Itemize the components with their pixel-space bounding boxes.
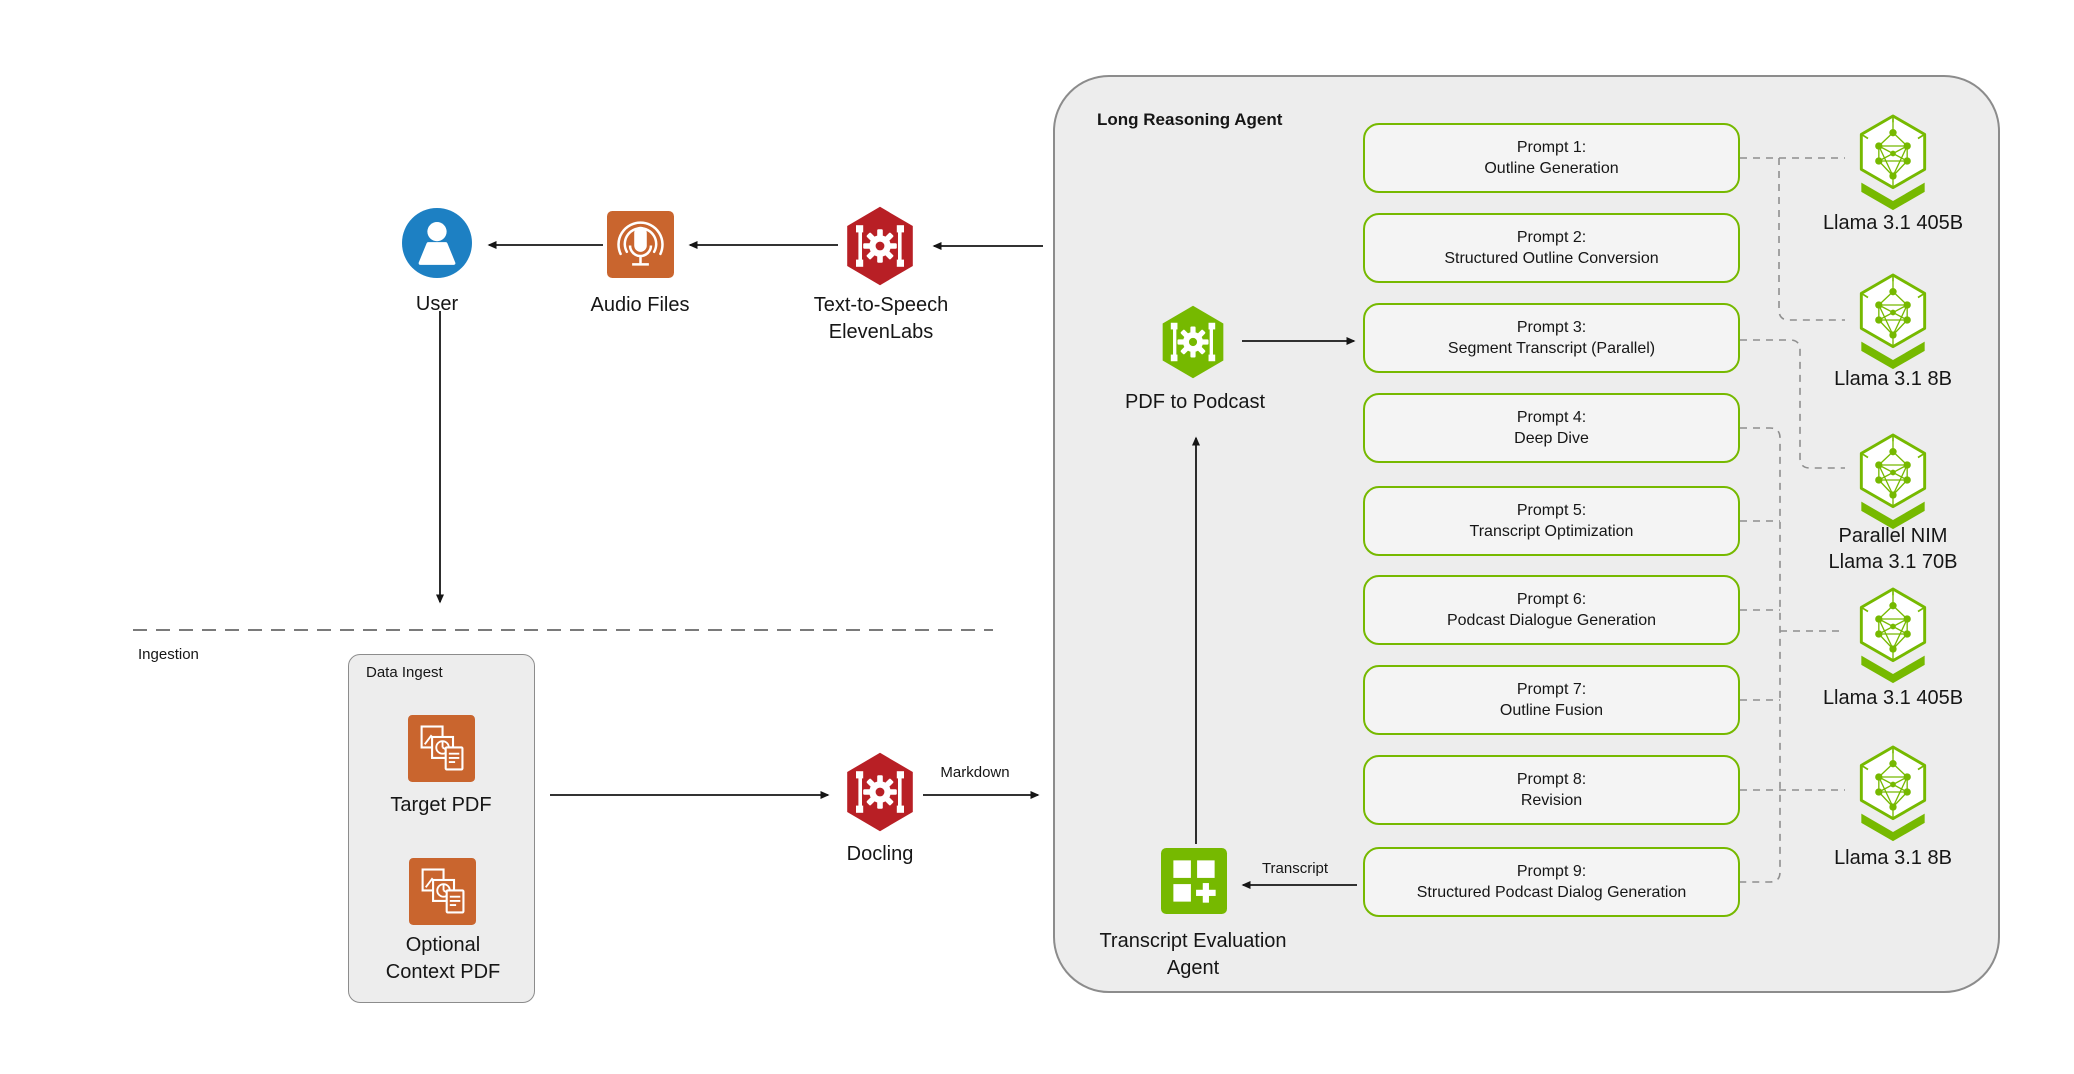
prompt-box-1: Prompt 1: Outline Generation (1363, 123, 1740, 193)
tts-label: Text-to-Speech ElevenLabs (756, 292, 1006, 346)
prompt-desc: Outline Generation (1484, 160, 1619, 177)
prompt-title: Prompt 3: (1516, 319, 1587, 336)
transcript-eval-label: Transcript Evaluation Agent (1043, 928, 1343, 982)
prompt-box-8: Prompt 8: Revision (1363, 755, 1740, 825)
transcript-eval-line1: Transcript Evaluation (1099, 930, 1287, 952)
prompt-box-3: Prompt 3: Segment Transcript (Parallel) (1363, 303, 1740, 373)
user-label: User (415, 293, 459, 315)
prompt-desc: Podcast Dialogue Generation (1446, 612, 1657, 629)
llama-model-icon (1850, 111, 1936, 211)
prompt-desc: Structured Outline Conversion (1444, 250, 1659, 267)
pdf-to-podcast-icon (1156, 303, 1230, 381)
prompt-desc: Structured Podcast Dialog Generation (1416, 884, 1687, 901)
audio-files-label: Audio Files (590, 294, 690, 316)
prompt-box-6: Prompt 6: Podcast Dialogue Generation (1363, 575, 1740, 645)
prompt-title: Prompt 7: (1516, 681, 1587, 698)
pdf-to-podcast-label: PDF to Podcast (1124, 391, 1266, 413)
llama-model-icon (1850, 742, 1936, 842)
model-label-4: Llama 3.1 405B (1822, 687, 1964, 709)
prompt-title: Prompt 4: (1516, 409, 1587, 426)
agent-box-title: Long Reasoning Agent (1097, 110, 1283, 129)
prompt-box-5: Prompt 5: Transcript Optimization (1363, 486, 1740, 556)
text-to-speech-nim-icon (840, 204, 920, 288)
model-label-5: Llama 3.1 8B (1834, 847, 1952, 869)
target-pdf-icon (408, 715, 475, 782)
prompt-box-7: Prompt 7: Outline Fusion (1363, 665, 1740, 735)
context-pdf-icon (409, 858, 476, 925)
tts-label-line2: ElevenLabs (828, 321, 934, 343)
user-icon (402, 208, 472, 278)
context-pdf-label: Optional Context PDF (343, 932, 543, 986)
transcript-eval-icon (1160, 848, 1228, 914)
target-pdf-label: Target PDF (390, 794, 492, 816)
markdown-arrow-label: Markdown (940, 764, 1010, 781)
model-label-3-line2: Llama 3.1 70B (1828, 551, 1958, 573)
model-label-2: Llama 3.1 8B (1834, 368, 1952, 390)
prompt-desc: Transcript Optimization (1469, 523, 1634, 540)
prompt-title: Prompt 2: (1516, 229, 1587, 246)
podcast-mic-icon (607, 211, 674, 278)
llama-model-icon (1850, 584, 1936, 684)
data-ingest-title: Data Ingest (366, 664, 443, 681)
prompt-desc: Revision (1520, 792, 1583, 809)
prompt-title: Prompt 6: (1516, 591, 1587, 608)
prompt-title: Prompt 1: (1516, 139, 1587, 156)
prompt-title: Prompt 8: (1516, 771, 1587, 788)
prompt-box-2: Prompt 2: Structured Outline Conversion (1363, 213, 1740, 283)
prompt-title: Prompt 9: (1516, 863, 1587, 880)
model-label-3-line1: Parallel NIM (1838, 525, 1948, 547)
prompt-desc: Outline Fusion (1499, 702, 1604, 719)
model-label-1: Llama 3.1 405B (1822, 212, 1964, 234)
prompt-box-9: Prompt 9: Structured Podcast Dialog Gene… (1363, 847, 1740, 917)
transcript-arrow-label: Transcript (1261, 860, 1329, 877)
prompt-desc: Segment Transcript (Parallel) (1447, 340, 1656, 357)
model-label-3: Parallel NIM Llama 3.1 70B (1773, 523, 2013, 575)
transcript-eval-line2: Agent (1166, 957, 1220, 979)
llama-model-icon (1850, 430, 1936, 530)
tts-label-line1: Text-to-Speech (813, 294, 949, 316)
prompt-title: Prompt 5: (1516, 502, 1587, 519)
context-pdf-line2: Context PDF (385, 961, 501, 983)
llama-model-icon (1850, 270, 1936, 370)
prompt-desc: Deep Dive (1514, 430, 1589, 447)
docling-label: Docling (846, 843, 914, 865)
prompt-box-4: Prompt 4: Deep Dive (1363, 393, 1740, 463)
ingestion-label: Ingestion (138, 646, 199, 663)
data-ingest-box (348, 654, 535, 1003)
context-pdf-line1: Optional (405, 934, 481, 956)
